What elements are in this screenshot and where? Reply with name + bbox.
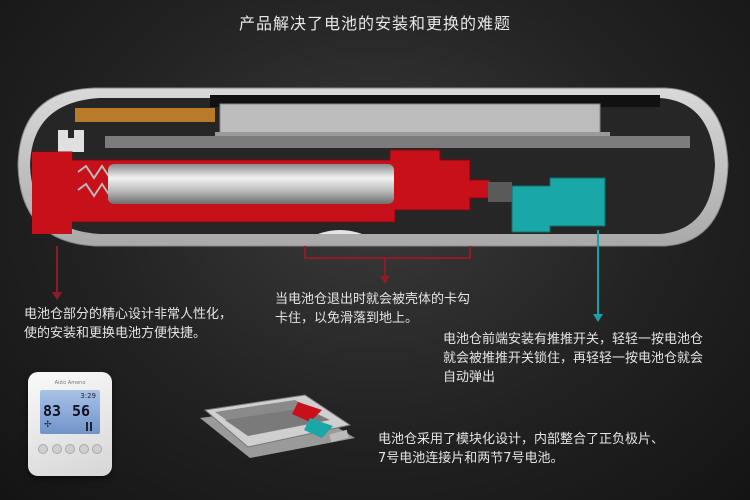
page-title: 产品解决了电池的安装和更换的难题: [238, 14, 511, 33]
latch-hook: [318, 230, 362, 234]
caption-line: 就会被推推开关锁住，再轻轻一按电池仓就会: [443, 351, 704, 366]
caption-line: 7号电池连接片和两节7号电池。: [378, 451, 564, 466]
thermostat-humidity: 56: [72, 402, 91, 420]
caption-compartment-design: 电池仓部分的精心设计非常人性化， 使的安装和更换电池方便快捷。: [24, 305, 264, 343]
push-switch: [511, 177, 606, 233]
caption-push-switch: 电池仓前端安装有推推开关，轻轻一按电池仓 就会被推推开关锁住，再轻轻一按电池仓就…: [443, 330, 743, 387]
pointer-left-arrow: [52, 292, 62, 300]
thermostat-brand: Auto Ameno: [54, 380, 86, 386]
caption-line: 电池仓前端安装有推推开关，轻轻一按电池仓: [443, 332, 704, 347]
thermostat-buttons: [38, 444, 102, 454]
pcb-board: [219, 103, 601, 135]
thermostat-button: [92, 444, 102, 454]
caption-line: 电池仓采用了模块化设计，内部整合了正负极片、: [378, 432, 665, 447]
thermostat-button: [38, 444, 48, 454]
pointer-right-arrow: [593, 314, 603, 322]
caption-line: 卡住，以免滑落到地上。: [275, 311, 419, 326]
thermostat-button: [51, 444, 62, 454]
thermostat-time: 3:29: [80, 392, 96, 400]
fan-icon: ✢: [44, 420, 52, 430]
aaa-battery: [108, 164, 394, 204]
caption-line: 当电池仓退出时就会被壳体的卡勾: [275, 292, 471, 307]
battery-module-illustration: [200, 394, 355, 458]
battery-spring: [77, 164, 111, 198]
pcb-board-edge: [215, 132, 610, 138]
left-clip: [58, 130, 84, 152]
orange-component: [75, 108, 215, 122]
thermostat-device: Auto Ameno 3:29 83 56 ✢: [28, 372, 112, 476]
caption-latch-hook: 当电池仓退出时就会被壳体的卡勾 卡住，以免滑落到地上。: [275, 290, 505, 328]
caption-line: 自动弹出: [443, 370, 496, 385]
battery-compartment-base: [32, 152, 72, 234]
caption-line: 使的安装和更换电池方便快捷。: [24, 326, 207, 341]
caption-modular-design: 电池仓采用了模块化设计，内部整合了正负极片、 7号电池连接片和两节7号电池。: [378, 430, 718, 468]
thermostat-temperature: 83: [43, 402, 62, 420]
inner-plate: [105, 136, 690, 148]
switch-housing: [488, 182, 512, 202]
caption-line: 电池仓部分的精心设计非常人性化，: [24, 307, 233, 322]
pointer-middle-arrow: [380, 276, 390, 284]
thermostat-button: [65, 444, 75, 454]
thermostat-button: [78, 444, 89, 454]
bracket-middle: [304, 246, 471, 259]
thermostat-screen: 3:29 83 56 ✢: [40, 390, 100, 434]
signal-bars-icon: [86, 422, 96, 431]
